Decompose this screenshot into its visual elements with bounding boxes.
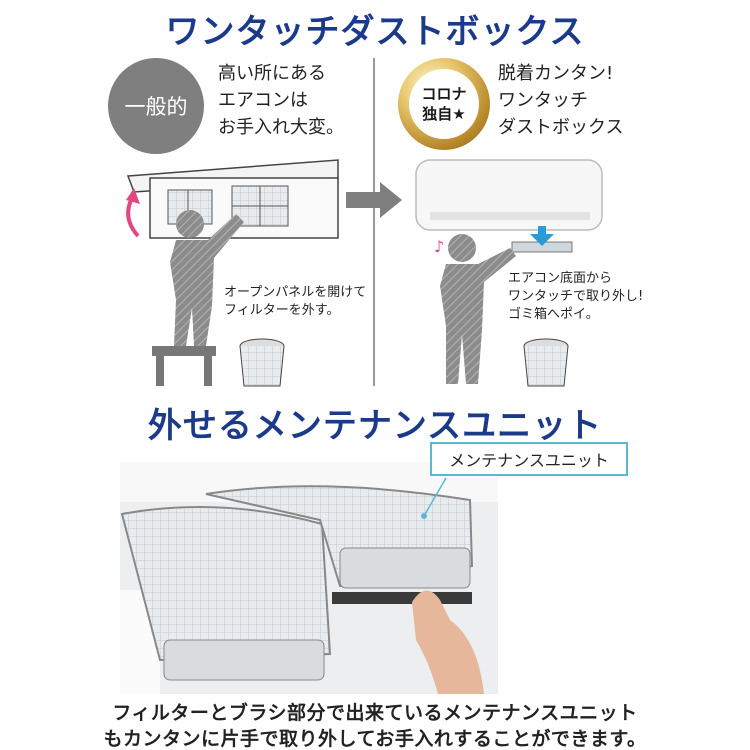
music-note-icon: ♪ xyxy=(434,237,444,256)
maintenance-unit-photo xyxy=(120,462,498,694)
right-aircon-illustration xyxy=(415,159,603,253)
right-description: 脱着カンタン! ワンタッチ ダストボックス xyxy=(498,63,624,138)
general-badge: 一般的 xyxy=(108,58,204,154)
pink-arrow-icon xyxy=(126,197,140,238)
right-note: エアコン底面から ワンタッチで取り外し! ゴミ箱へポイ。 xyxy=(508,271,644,322)
badge-line-2: 独自★ xyxy=(422,105,466,123)
left-trash-can xyxy=(239,338,285,387)
right-person-figure xyxy=(440,234,516,384)
left-description: 高い所にある エアコンは お手入れ大変。 xyxy=(218,63,344,138)
right-trash-can xyxy=(523,338,569,387)
bottom-caption-line-1: フィルターとブラシ部分で出来ているメンテナンスユニット xyxy=(112,702,638,724)
maintenance-unit-callout: メンテナンスユニット xyxy=(430,442,628,476)
down-arrow-icon xyxy=(530,234,554,246)
bottom-caption-line-2: もカンタンに片手で取り外してお手入れすることができます。 xyxy=(103,728,647,750)
top-title: ワンタッチダストボックス xyxy=(165,12,585,52)
panel-divider xyxy=(373,58,375,386)
mid-title: 外せるメンテナンスユニット xyxy=(147,406,603,446)
right-arrow-icon xyxy=(346,182,402,218)
badge-line-1: コロナ xyxy=(421,85,467,103)
hand-icon xyxy=(412,590,484,694)
left-note: オープンパネルを開けて フィルターを外す。 xyxy=(224,285,367,318)
left-person-figure xyxy=(152,210,244,386)
corona-original-badge: コロナ 独自★ xyxy=(398,58,490,150)
